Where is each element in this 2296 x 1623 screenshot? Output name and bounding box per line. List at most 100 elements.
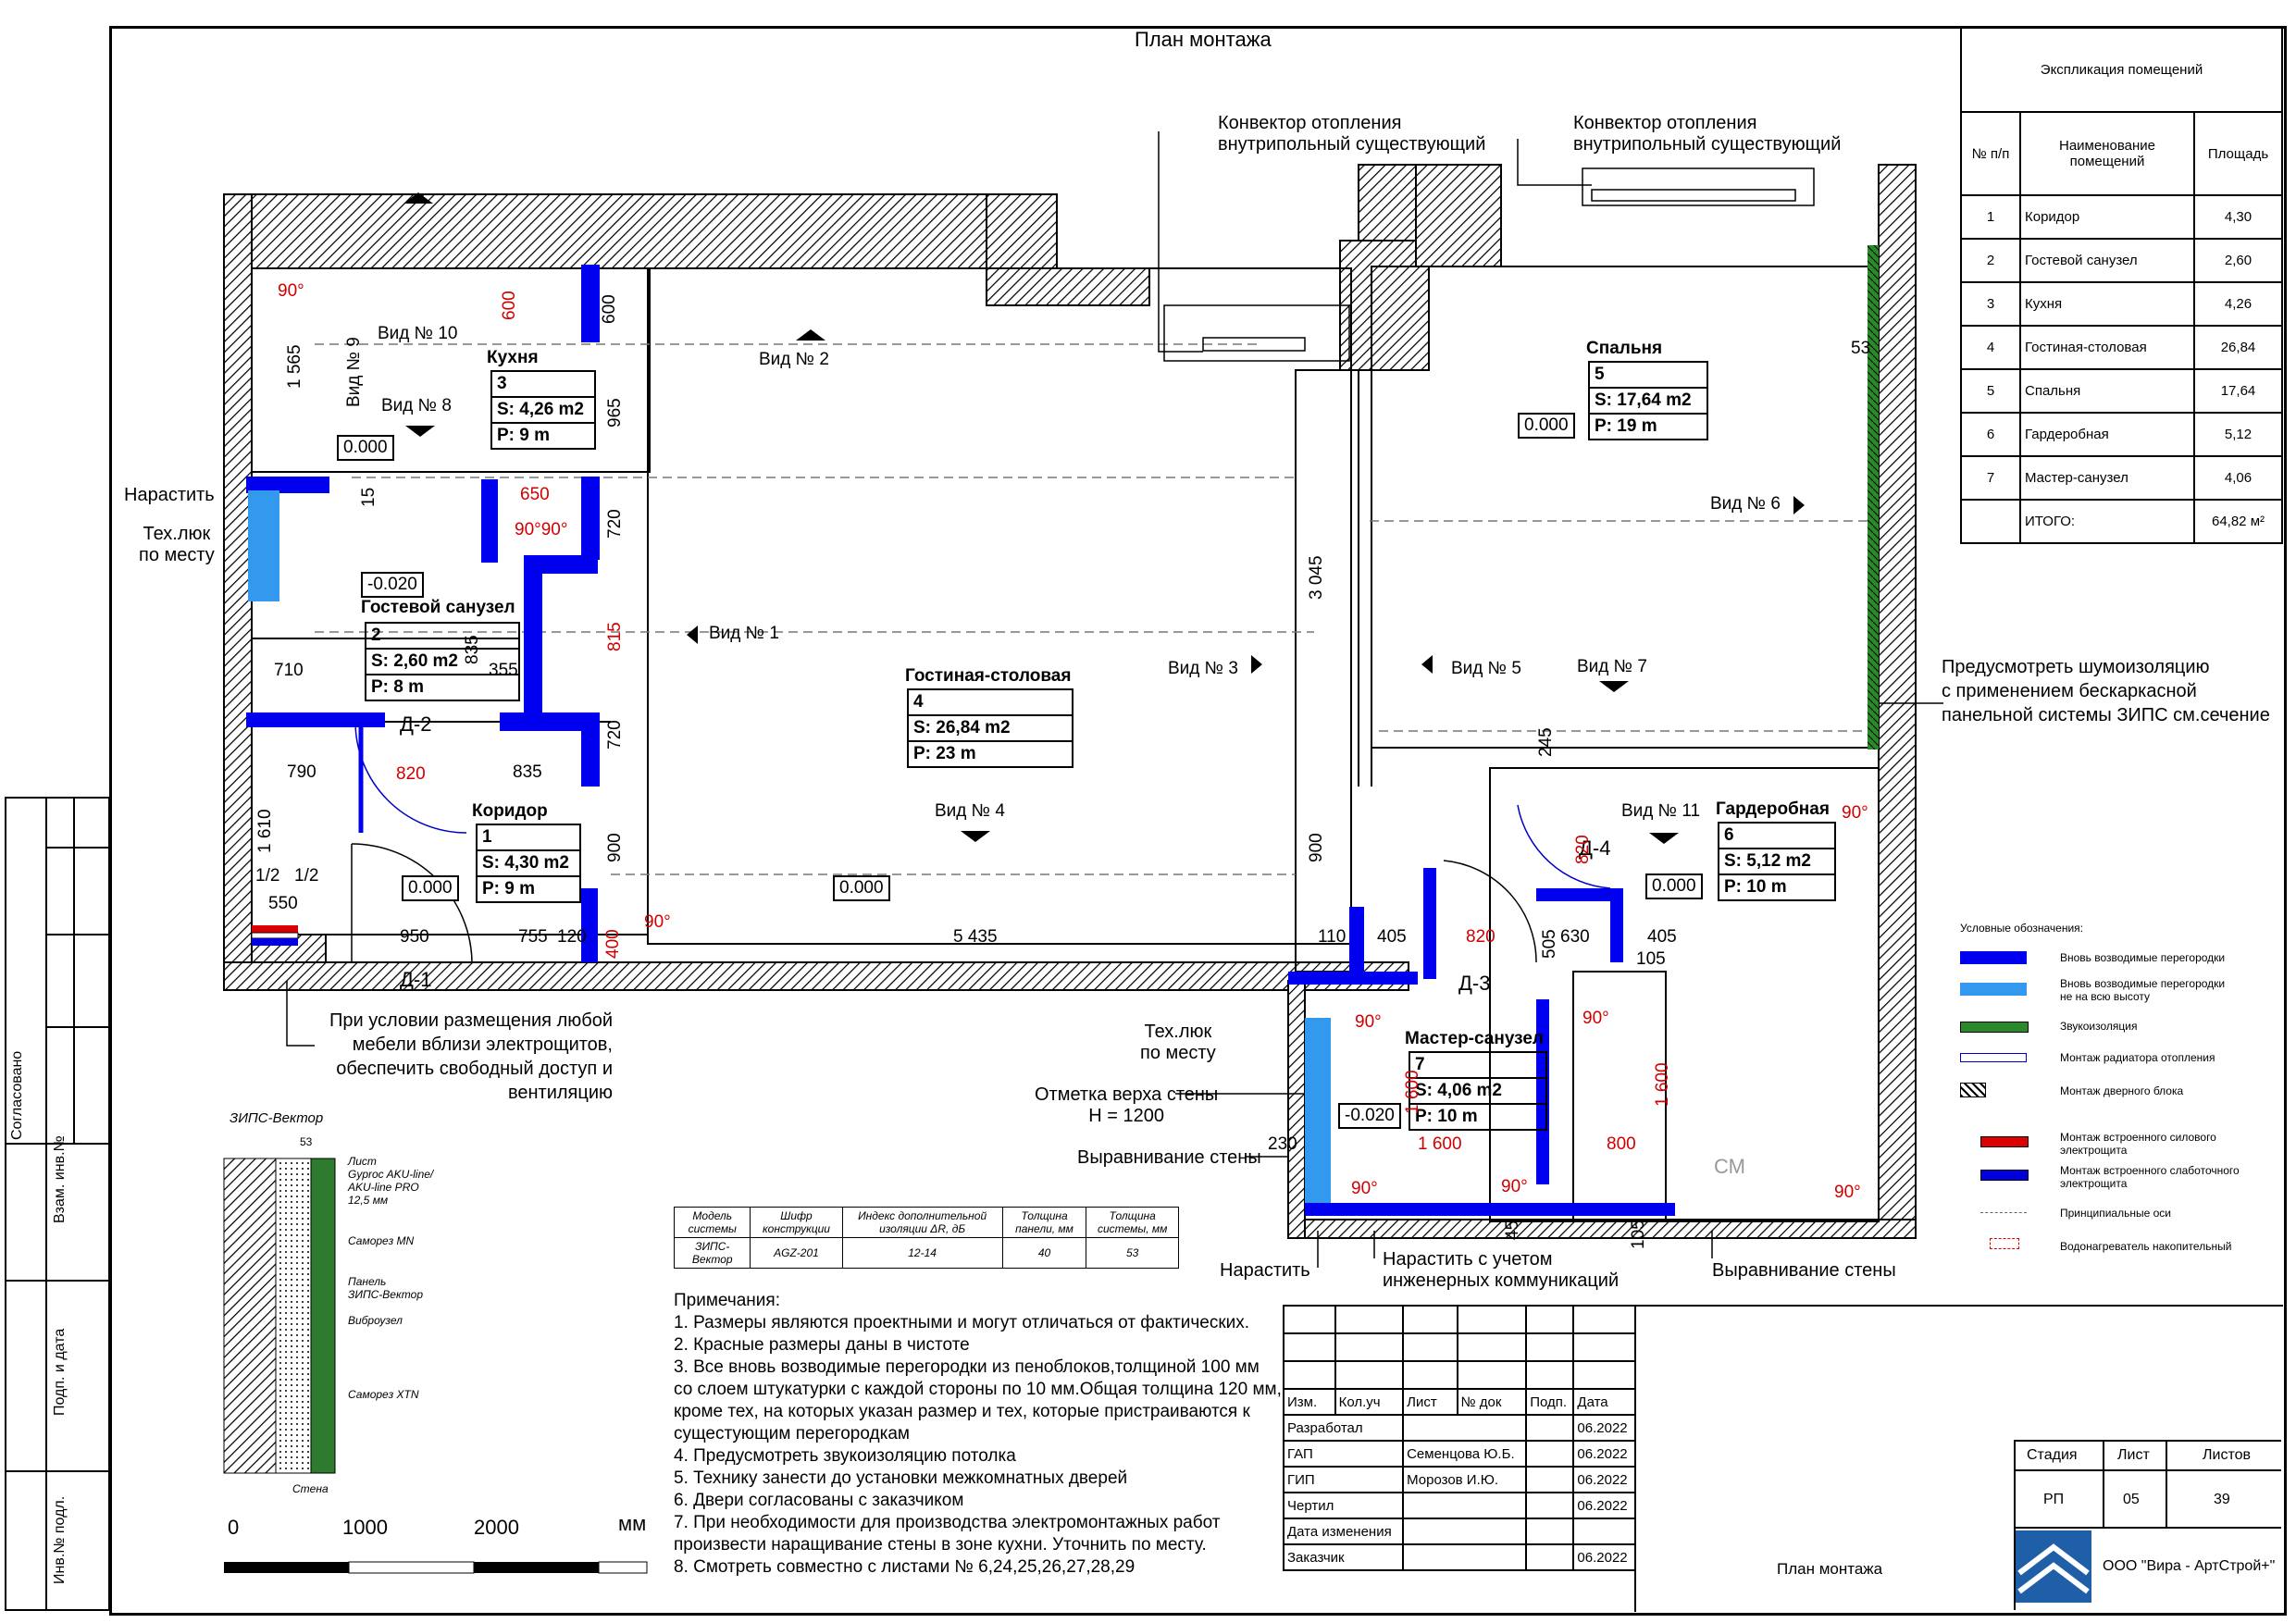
wall-left bbox=[223, 193, 253, 973]
note-line: кроме тех, на которых указан размер и те… bbox=[674, 1402, 1250, 1421]
note-line: 6. Двери согласованы с заказчиком bbox=[674, 1491, 964, 1510]
dim: 245 bbox=[1536, 727, 1556, 757]
dim-red: 90° bbox=[1834, 1183, 1861, 1202]
level-mark: 0.000 bbox=[337, 435, 394, 461]
tb-sheet-title: План монтажа bbox=[1777, 1560, 1883, 1578]
title-block-h-line2 bbox=[2014, 1469, 2281, 1471]
dim: 900 bbox=[605, 833, 625, 862]
drawing-frame bbox=[109, 26, 2287, 1616]
zips-label: Стена bbox=[292, 1482, 329, 1495]
dim: 790 bbox=[287, 762, 316, 782]
title-block-v-line3 bbox=[2166, 1440, 2167, 1527]
dim: 105 bbox=[1636, 949, 1666, 969]
callout-align-1: Выравнивание стены bbox=[1077, 1147, 1261, 1168]
dim: 5 435 bbox=[953, 927, 998, 947]
dim: 53 bbox=[1851, 339, 1871, 358]
zips-width: 53 bbox=[300, 1135, 313, 1148]
scale-bar bbox=[224, 1561, 648, 1574]
zips-section bbox=[223, 1158, 336, 1474]
tb-stage-header: Стадия bbox=[2027, 1447, 2078, 1463]
dim: 835 bbox=[463, 635, 482, 664]
note-line: 1. Размеры являются проектными и могут о… bbox=[674, 1313, 1250, 1332]
note-line: сущестующим перегородкам bbox=[674, 1424, 910, 1443]
dim: 1/2 bbox=[294, 866, 319, 886]
leader-lines bbox=[286, 131, 1943, 1268]
callout-hatch-2: Тех.люк по месту bbox=[1140, 1022, 1216, 1063]
note-line: 7. При необходимости для производства эл… bbox=[674, 1513, 1221, 1532]
level-mark: 0.000 bbox=[1645, 873, 1703, 899]
level-mark: 0.000 bbox=[1518, 413, 1575, 439]
callout-wall-top: Отметка верха стены H = 1200 bbox=[1035, 1084, 1219, 1126]
view-label-5: Вид № 5 bbox=[1451, 659, 1521, 678]
dim: 405 bbox=[1377, 927, 1407, 947]
side-inv-pod: Инв.№ подл. bbox=[52, 1495, 68, 1584]
wall-top-right-a bbox=[1415, 164, 1502, 267]
dim-red: 820 bbox=[1466, 927, 1496, 947]
callout-hatch-1: Тех.люк по месту bbox=[139, 524, 215, 565]
room-masterwc-name: Мастер-санузел bbox=[1405, 1029, 1544, 1048]
view-label-6: Вид № 6 bbox=[1710, 494, 1781, 514]
dim-red: 1 600 bbox=[1418, 1134, 1462, 1154]
dim: 230 bbox=[1268, 1134, 1297, 1154]
door-label-d3: Д-3 bbox=[1458, 972, 1491, 995]
dim: 1/2 bbox=[255, 866, 280, 886]
dim: 630 bbox=[1560, 927, 1590, 947]
legend-swatch bbox=[1980, 1212, 2027, 1213]
view-label-1: Вид № 1 bbox=[709, 624, 779, 643]
title-block-v-line2 bbox=[2103, 1440, 2104, 1527]
door-label-d1: Д-1 bbox=[400, 968, 432, 991]
new-partitions bbox=[246, 265, 1675, 1216]
callout-electric: При условии размещения любой мебели вбли… bbox=[329, 1010, 613, 1103]
wall-master-left bbox=[1287, 980, 1306, 1239]
dim-red: 90° bbox=[278, 281, 304, 301]
dim: 550 bbox=[268, 894, 298, 913]
legend-swatch bbox=[1980, 1170, 2029, 1181]
tb-company: ООО "Вира - АртСтрой+" bbox=[2103, 1558, 2276, 1574]
level-mark: -0.020 bbox=[1338, 1103, 1401, 1129]
legend-title: Условные обозначения: bbox=[1960, 922, 2083, 935]
dim-red: 800 bbox=[1607, 1134, 1636, 1154]
partial-partitions bbox=[248, 490, 1331, 1203]
scale-label: 0 bbox=[228, 1516, 240, 1539]
zips-title: ЗИПС-Вектор bbox=[230, 1110, 324, 1126]
wall-bottom bbox=[223, 961, 1409, 991]
dim: 710 bbox=[274, 661, 304, 680]
page-title: План монтажа bbox=[1135, 28, 1272, 51]
dim: 720 bbox=[605, 509, 625, 539]
note-line: 3. Все вновь возводимые перегородки из п… bbox=[674, 1357, 1260, 1377]
scale-label: 2000 bbox=[474, 1516, 519, 1539]
expl-header-name: Наименование помещений bbox=[2019, 111, 2195, 196]
dim: 3 045 bbox=[1307, 555, 1326, 600]
company-logo bbox=[2016, 1530, 2091, 1603]
side-agreed: Согласовано bbox=[9, 1050, 25, 1140]
callout-grow-comm: Нарастить с учетом инженерных коммуникац… bbox=[1383, 1249, 1620, 1291]
explication-table: Экспликация помещений № п/п Наименование… bbox=[1960, 26, 2283, 544]
zips-label: Лист Gyproc AKU-line/ AKU-line PRO 12,5 … bbox=[348, 1155, 434, 1207]
tb-row: Дата изменения bbox=[1282, 1518, 1636, 1545]
legend-swatch bbox=[1960, 1053, 2027, 1062]
explication-title: Экспликация помещений bbox=[1960, 26, 2283, 113]
callout-grow-2: Нарастить bbox=[1220, 1260, 1310, 1281]
dim: 1 610 bbox=[255, 809, 275, 853]
legend-item: Вновь возводимые перегородки не на всю в… bbox=[2060, 977, 2226, 1003]
dim-red: 820 bbox=[396, 764, 426, 784]
note-line: 2. Красные размеры даны в чистоте bbox=[674, 1335, 970, 1355]
dim: 405 bbox=[1647, 927, 1677, 947]
legend-swatch bbox=[1980, 1136, 2029, 1147]
level-mark: 0.000 bbox=[402, 875, 459, 901]
door-label-d2: Д-2 bbox=[400, 712, 432, 736]
dim: 45 bbox=[1503, 1220, 1522, 1240]
cm-mark: СМ bbox=[1714, 1155, 1745, 1178]
dim: 105 bbox=[1629, 1220, 1648, 1249]
view-label-8: Вид № 8 bbox=[381, 396, 452, 415]
dim-red: 1 600 bbox=[1403, 1070, 1422, 1114]
